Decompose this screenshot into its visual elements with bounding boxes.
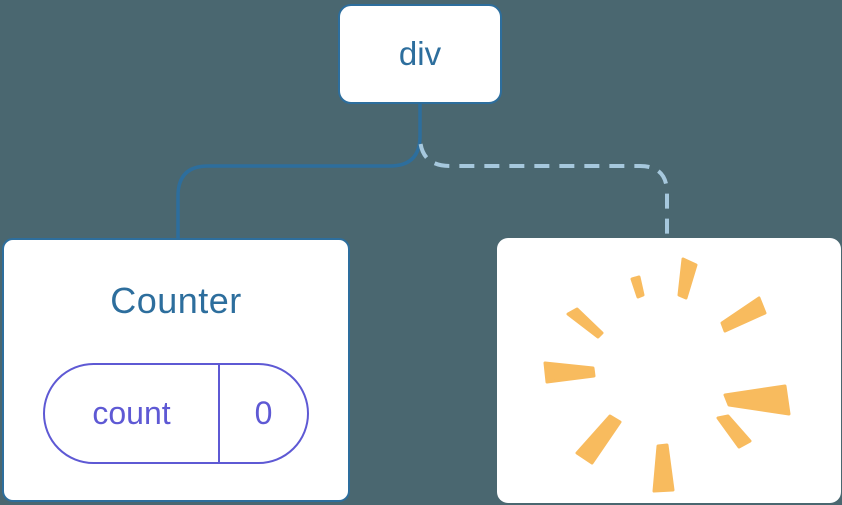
state-name: count [45,365,220,462]
counter-node: Counter count 0 [2,238,350,502]
div-node: div [338,4,502,104]
poof-ray [716,414,752,449]
poof-ray [575,414,622,465]
poof-burst-icon [543,257,791,493]
count-state-pill: count 0 [43,363,309,464]
removed-component-node [497,238,841,503]
edge-div-to-counter [176,104,422,240]
counter-node-title: Counter [110,280,242,321]
div-node-label: div [398,35,442,72]
state-value: 0 [254,395,273,431]
poof-ray [720,296,767,333]
poof-ray [677,257,698,300]
poof-ray [723,384,791,416]
poof-ray [630,275,645,299]
poof-ray [566,307,604,339]
poof-ray [543,361,596,384]
edge-div-to-removed [418,137,669,240]
poof-ray [652,443,675,493]
